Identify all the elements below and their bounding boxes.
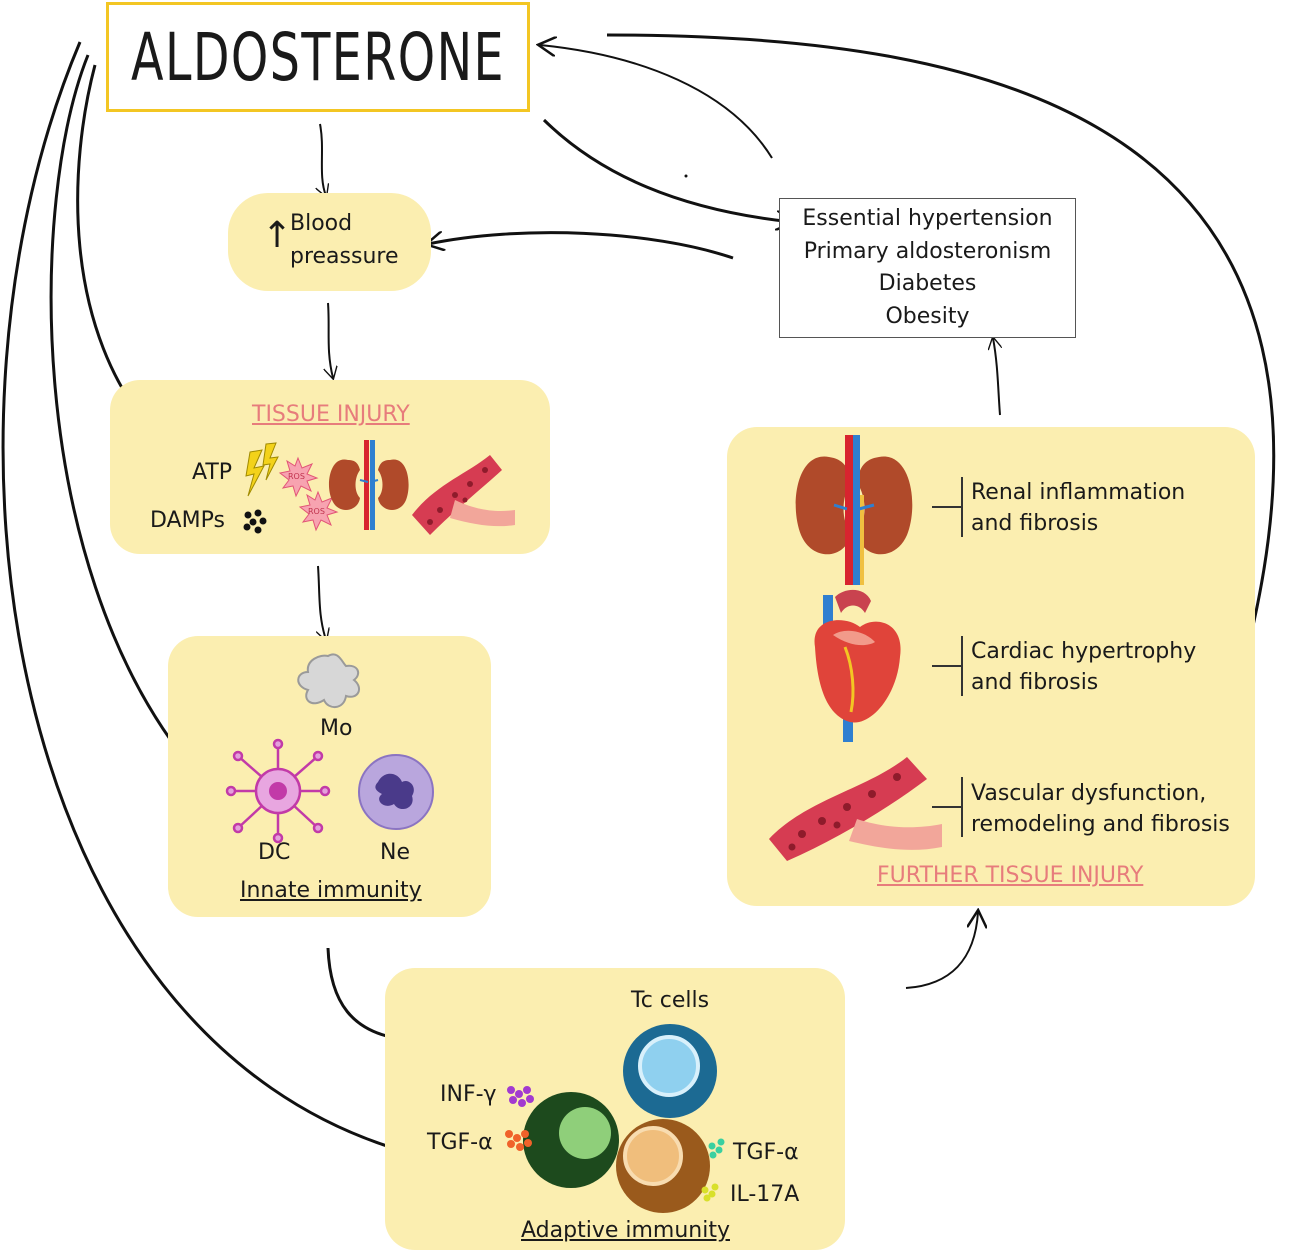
condition-primary-aldosteronism: Primary aldosteronism — [803, 238, 1052, 264]
cardiac-line2: and fibrosis — [971, 670, 1099, 695]
further-tissue-injury-title: FURTHER TISSUE INJURY — [877, 863, 1144, 888]
inf-gamma-dots-icon — [507, 1086, 534, 1107]
arrow-aldo-further — [606, 33, 1276, 692]
condition-essential-hypertension: Essential hypertension — [802, 206, 1053, 231]
damps-dots-icon — [243, 509, 267, 534]
arrow-adaptive-further — [905, 912, 978, 989]
green-t-cell-icon — [523, 1092, 619, 1188]
condition-obesity: Obesity — [885, 303, 970, 329]
further-tissue-injury-box: Renal inflammation and fibrosis Cardiac … — [727, 427, 1255, 906]
arrow-tissue-innate — [318, 565, 326, 640]
arrow-bp-tissue — [328, 302, 333, 378]
monocyte-icon — [297, 653, 361, 708]
atp-label: ATP — [192, 460, 233, 485]
vessel-large-icon — [769, 757, 942, 861]
tissue-injury-title: TISSUE INJURY — [252, 402, 410, 427]
arrow-aldo-bp — [320, 123, 326, 196]
kidney-large-icon — [795, 435, 913, 585]
damps-label: DAMPs — [150, 508, 225, 533]
cardiac-bracket — [932, 636, 963, 696]
ros-text-2: ROS — [308, 507, 325, 516]
neutrophil-icon — [358, 754, 434, 830]
lightning-icon — [245, 442, 279, 497]
kidney-icon — [328, 440, 409, 530]
cardiac-line1: Cardiac hypertrophy — [971, 639, 1197, 664]
arrow-aldo-conditions — [542, 118, 792, 222]
vessel-icon — [412, 455, 515, 535]
tissue-injury-box: TISSUE INJURY ATP DAMPs ROS ROS — [110, 380, 550, 554]
vascular-line2: remodeling and fibrosis — [971, 812, 1230, 837]
innate-immunity-box: Mo DC Ne Innate immunity — [168, 636, 491, 917]
arrow-aldo-adaptive — [1, 41, 410, 1153]
tgf-alpha-right-label: TGF-α — [733, 1140, 799, 1165]
up-arrow-symbol: ↑ — [262, 215, 293, 256]
conditions-box: Essential hypertension Primary aldostero… — [779, 198, 1076, 338]
bp-label-line1: Blood — [290, 211, 353, 236]
tgf-alpha-right-dots-icon — [708, 1138, 725, 1159]
tc-cell-icon — [623, 1024, 717, 1118]
vascular-bracket — [932, 777, 963, 837]
inf-gamma-label: INF-γ — [440, 1082, 497, 1107]
mo-label: Mo — [320, 716, 353, 741]
aldosterone-title: ALDOSTERONE — [130, 18, 506, 96]
adaptive-cells-illustration — [505, 1024, 725, 1213]
adaptive-immunity-title: Adaptive immunity — [521, 1218, 730, 1243]
il17a-label: IL-17A — [730, 1182, 800, 1207]
heart-icon — [814, 589, 901, 742]
arrow-aldo-innate — [49, 54, 188, 763]
il17a-dots-icon — [701, 1183, 719, 1202]
adaptive-immunity-box: Tc cells INF-γ TGF-α TGF-α IL-17 — [385, 968, 845, 1250]
dendritic-cell-icon — [225, 738, 331, 844]
arrow-conditions-aldo — [540, 45, 773, 159]
brown-t-cell-icon — [616, 1119, 710, 1213]
bp-label-line2: preassure — [290, 244, 399, 269]
tgf-alpha-left-dots-icon — [505, 1130, 532, 1151]
vascular-line1: Vascular dysfunction, — [971, 781, 1207, 806]
arrow-conditions-bp — [428, 233, 734, 260]
ros-text-1: ROS — [288, 472, 305, 481]
ros-icon: ROS ROS — [278, 456, 339, 532]
aldosterone-title-box: ALDOSTERONE — [106, 2, 530, 112]
blood-pressure-box: ↑ Blood preassure — [228, 193, 431, 291]
ne-label: Ne — [380, 840, 410, 865]
renal-bracket — [932, 477, 963, 537]
arrow-further-conditions — [993, 338, 1000, 416]
dc-label: DC — [258, 840, 291, 865]
innate-immunity-title: Innate immunity — [240, 878, 422, 903]
tgf-alpha-left-label: TGF-α — [427, 1130, 493, 1155]
tissue-injury-illustration: ROS ROS — [243, 440, 515, 535]
tc-cells-label: Tc cells — [631, 988, 710, 1013]
renal-line2: and fibrosis — [971, 511, 1099, 536]
renal-line1: Renal inflammation — [971, 480, 1186, 505]
condition-diabetes: Diabetes — [878, 271, 977, 296]
